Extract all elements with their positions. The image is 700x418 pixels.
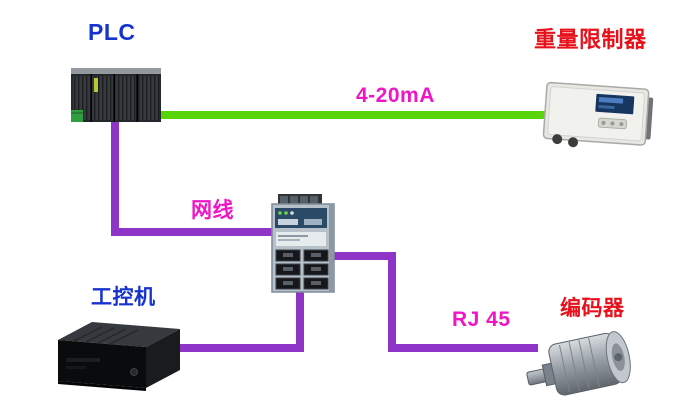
rj45-label: RJ 45	[452, 308, 511, 331]
encoder-device-icon	[526, 318, 648, 406]
network-cable-label: 网线	[191, 199, 234, 222]
signal-4-20ma-label: 4-20mA	[356, 84, 435, 107]
encoder-label: 编码器	[560, 297, 625, 320]
industrial-pc-device-icon	[52, 314, 184, 394]
plc-label: PLC	[88, 19, 136, 45]
plc-device-icon	[70, 58, 162, 128]
line-down-to-encoder-row	[388, 252, 396, 352]
ethernet-switch-device-icon	[266, 192, 342, 294]
line-ipc-to-junction	[170, 344, 304, 352]
line-to-encoder	[388, 344, 538, 352]
weight-limiter-label: 重量限制器	[534, 27, 647, 52]
industrial-pc-label: 工控机	[91, 286, 156, 309]
line-switch-right	[332, 252, 396, 260]
line-plc-down	[111, 122, 119, 236]
weight-limiter-device-icon	[541, 74, 658, 156]
line-plc-to-switch	[111, 228, 274, 236]
line-junction-up-to-switch	[296, 284, 304, 352]
line-plc-to-weight-limiter	[148, 111, 558, 119]
